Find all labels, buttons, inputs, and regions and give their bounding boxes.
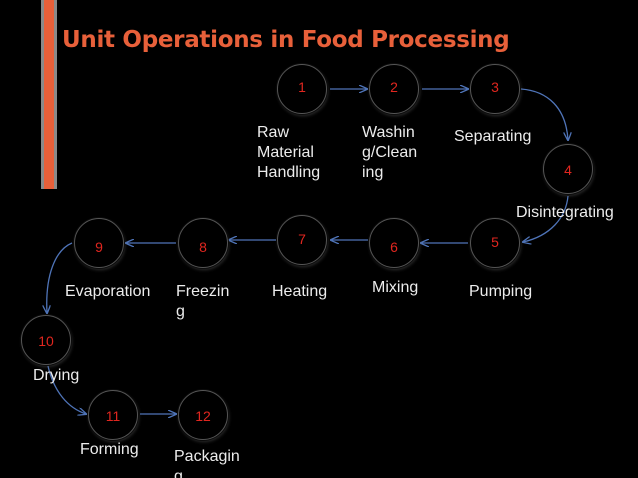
step-4-number: 4 [564, 162, 572, 178]
step-5-number: 5 [491, 234, 499, 250]
step-10-node: 10 [21, 315, 71, 365]
step-4-label: Disintegrating [516, 204, 614, 221]
step-2-number: 2 [390, 79, 398, 95]
step-12-node: 12 [178, 390, 228, 440]
step-8-node: 8 [178, 218, 228, 268]
arrow-10-11 [47, 365, 86, 414]
step-11-node: 11 [88, 390, 138, 440]
step-3-label: Separating [454, 128, 532, 145]
step-5-label: Pumping [469, 283, 533, 300]
step-5-node: 5 [470, 218, 520, 268]
step-7-label: Heating [272, 283, 328, 300]
accent-bar [44, 0, 54, 189]
arrow-9-10 [47, 242, 73, 313]
step-12-label: Packaging [174, 448, 240, 478]
step-3-node: 3 [470, 64, 520, 114]
step-6-node: 6 [369, 218, 419, 268]
step-8-number: 8 [199, 239, 207, 255]
step-7-node: 7 [277, 215, 327, 265]
step-11-number: 11 [105, 408, 121, 424]
step-8-label: Freezing [176, 283, 230, 320]
step-12-number: 12 [195, 408, 211, 424]
step-1-number: 1 [298, 79, 306, 95]
slide-title: Unit Operations in Food Processing [62, 27, 510, 53]
arrow-3-4 [520, 88, 568, 140]
arrow-4-5 [523, 195, 569, 242]
step-10-number: 10 [38, 333, 54, 349]
step-3-number: 3 [491, 79, 499, 95]
step-9-node: 9 [74, 218, 124, 268]
step-6-number: 6 [390, 239, 398, 255]
step-1-node: 1 [277, 64, 327, 114]
step-9-number: 9 [95, 239, 103, 255]
step-1-label: Raw Material Handling [257, 124, 321, 181]
step-6-label: Mixing [372, 279, 419, 296]
step-11-label: Forming [80, 441, 139, 458]
step-4-node: 4 [543, 144, 593, 194]
step-7-number: 7 [298, 231, 306, 247]
step-10-label: Drying [33, 367, 80, 384]
step-2-label: Washing/Cleaning [362, 124, 418, 181]
step-9-label: Evaporation [65, 283, 151, 300]
step-2-node: 2 [369, 64, 419, 114]
